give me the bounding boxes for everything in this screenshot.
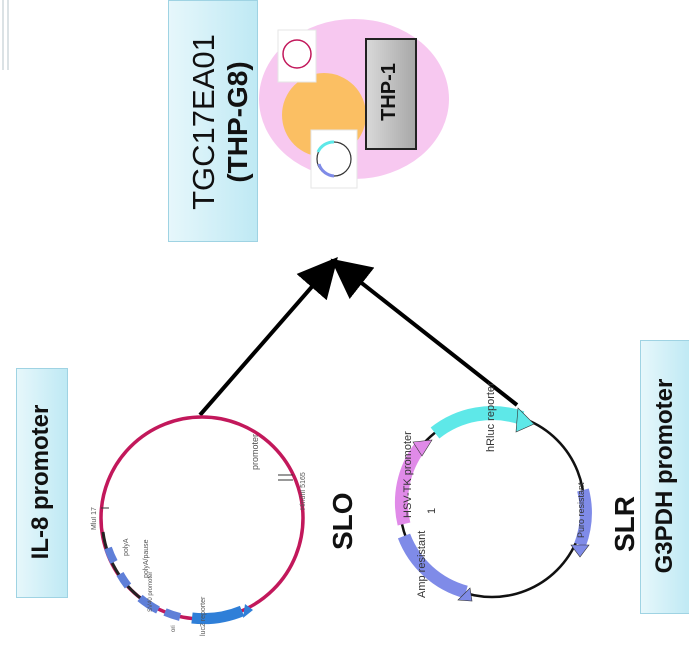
hrluc-reporter-arrow — [430, 406, 525, 439]
slo-name: SLO — [327, 492, 358, 550]
g3pdh-promoter-box — [640, 340, 689, 614]
plasmid-thumbnail-top — [277, 29, 317, 83]
slr-one-text: 1 — [426, 508, 438, 514]
polya-arrow-1 — [104, 546, 118, 564]
slo-ori-text: ori — [171, 625, 177, 632]
slr-puro-text: Puro resistant — [576, 482, 586, 538]
sv40-arrow — [137, 594, 160, 614]
slo-promoter-text: promoter — [250, 434, 260, 470]
slo-polya-pause-text: polyA/pause — [143, 539, 150, 578]
ori-arrow — [163, 608, 182, 621]
slo-hindiii-text: HindIII 5165 — [300, 472, 307, 510]
slo-luc2-text: luc2 reporter — [200, 596, 207, 636]
arrow-from-slr — [330, 258, 519, 407]
slo-polya-text: polyA — [123, 538, 130, 556]
corner-decoration — [2, 0, 9, 70]
luc2-reporter-arrow — [191, 605, 245, 625]
amp-resistant-arrow — [397, 533, 468, 599]
polya-arrow-2 — [116, 571, 132, 589]
slo-sv40-text: SV40 promoter — [148, 572, 154, 612]
slr-hsv-text: HSV-TK promoter — [402, 431, 414, 518]
arrow-from-slo — [198, 256, 338, 417]
slr-amp-text: Amp resistant — [416, 531, 428, 598]
slr-name: SLR — [609, 496, 640, 552]
puro-resistant-arrow — [574, 488, 592, 548]
thp1-box — [365, 38, 417, 150]
strain-title-box — [168, 0, 258, 242]
slr-hrluc-text: hRluc reporter — [485, 382, 497, 452]
slo-mlui-text: MluI 17 — [91, 507, 98, 530]
il8-promoter-box — [16, 368, 68, 598]
hsv-tk-promoter-arrow — [394, 443, 426, 526]
plasmid-thumbnail-bottom — [310, 129, 358, 189]
